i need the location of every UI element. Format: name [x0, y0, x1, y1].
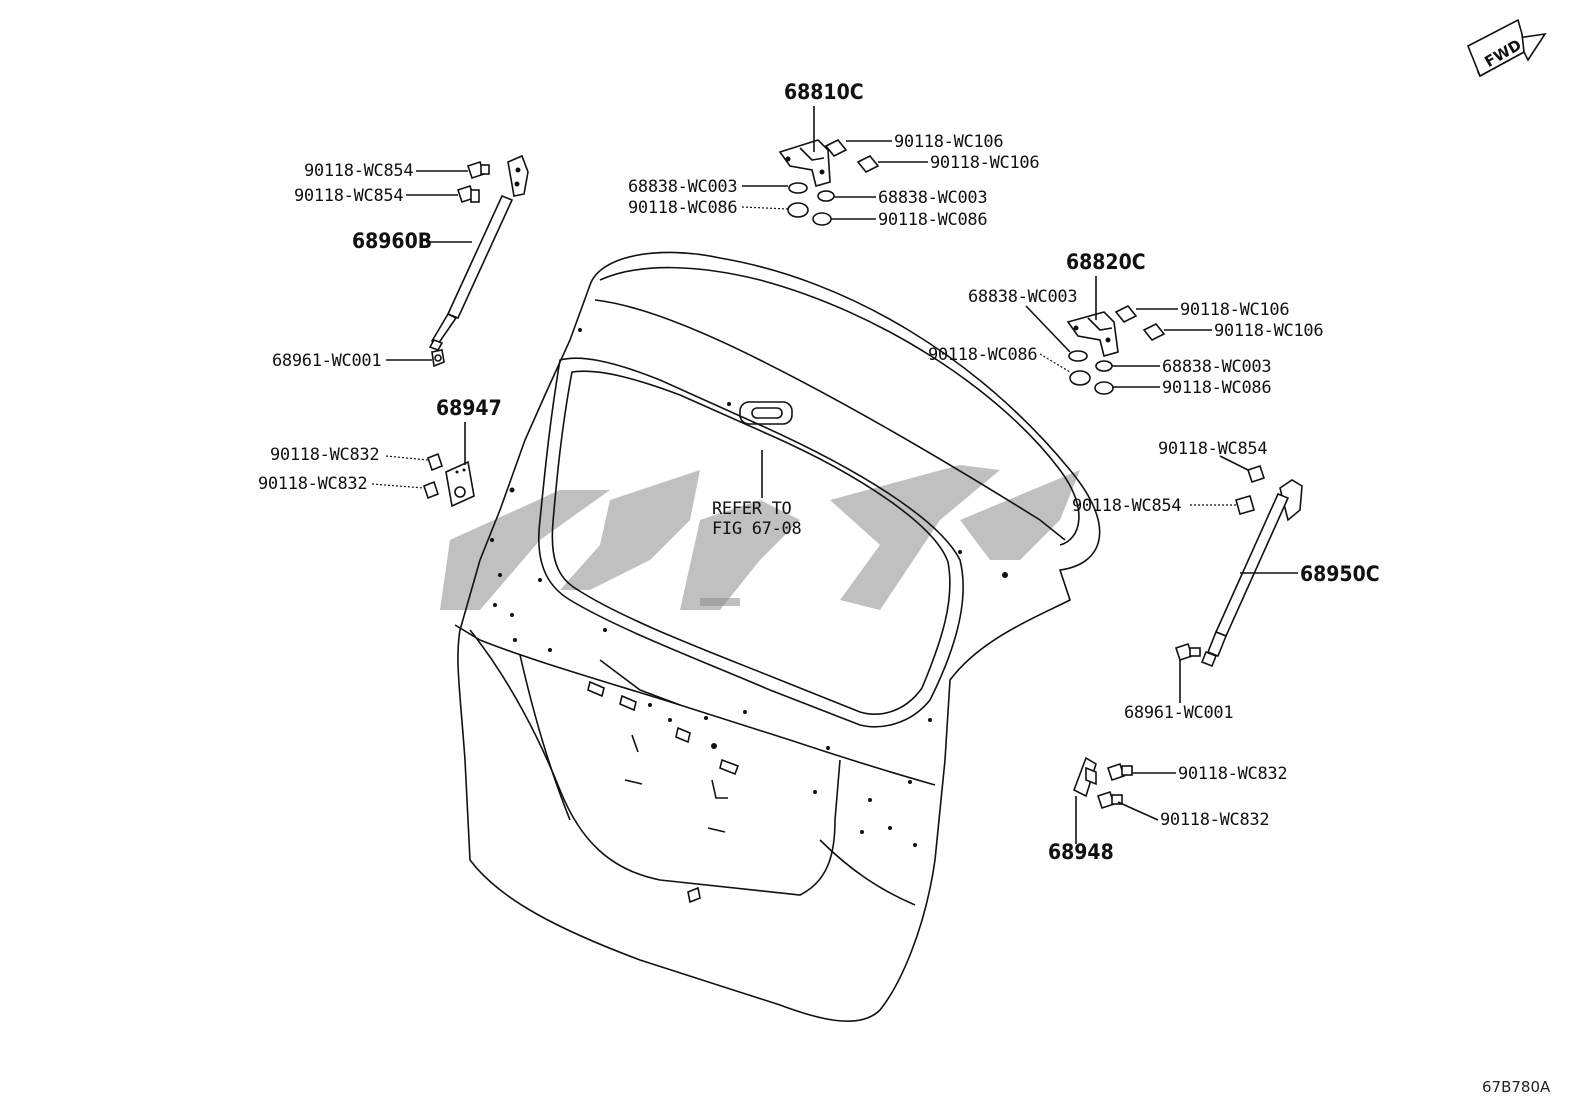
left-gas-strut: [428, 154, 529, 351]
label-r-bolt-1: 90118-WC854: [1158, 439, 1267, 459]
label-h1-bolt-2: 90118-WC106: [930, 153, 1039, 173]
label-strut-68960b: 68960B: [352, 229, 432, 253]
left-bolt-2: [456, 184, 480, 204]
label-r-screw-1: 90118-WC832: [1178, 764, 1287, 784]
label-h2-washer-left: 68838-WC003: [968, 287, 1077, 307]
label-bracket-68947: 68947: [436, 396, 502, 420]
label-h2-bolt-1: 90118-WC106: [1180, 300, 1289, 320]
left-bolt-1: [466, 160, 490, 180]
label-l-screw-1: 90118-WC832: [270, 445, 379, 465]
right-gas-strut: [1200, 479, 1303, 668]
label-h1-nut-right: 90118-WC086: [878, 210, 987, 230]
label-h2-washer-right: 68838-WC003: [1162, 357, 1271, 377]
refer-note-line-2: FIG 67-08: [712, 519, 801, 539]
fwd-arrow-icon: FWD: [1466, 18, 1547, 78]
upper-hinge: [778, 138, 880, 226]
label-h1-washer-left: 68838-WC003: [628, 177, 737, 197]
label-strut-68950c: 68950C: [1300, 562, 1380, 586]
figure-id: 67B780A: [1482, 1078, 1551, 1096]
leader-lines: [371, 106, 1298, 844]
refer-note-line-1: REFER TO: [712, 499, 792, 519]
back-door-panel: [454, 251, 1101, 1022]
right-screw-1: [1106, 762, 1133, 782]
right-bracket: [1072, 756, 1097, 798]
right-bolt-1: [1246, 464, 1266, 484]
label-hinge-68810c: 68810C: [784, 80, 864, 104]
label-r-screw-2: 90118-WC832: [1160, 810, 1269, 830]
left-stud: [431, 349, 445, 368]
callout-labels: 68810C 68820C 68960B 68950C 68947 68948 …: [258, 80, 1380, 864]
label-r-stud: 68961-WC001: [1124, 703, 1233, 723]
label-l-screw-2: 90118-WC832: [258, 474, 367, 494]
left-bracket: [445, 460, 475, 508]
label-h1-nut-left: 90118-WC086: [628, 198, 737, 218]
label-bracket-68948: 68948: [1048, 840, 1114, 864]
label-h2-nut-right: 90118-WC086: [1162, 378, 1271, 398]
lower-hinge: [1066, 304, 1166, 395]
right-stud: [1174, 642, 1201, 662]
label-h1-bolt-1: 90118-WC106: [894, 132, 1003, 152]
right-bolt-2: [1235, 495, 1255, 515]
label-l-bolt-2: 90118-WC854: [294, 186, 403, 206]
left-screw-1: [427, 452, 443, 472]
left-screw-2: [423, 480, 439, 500]
label-h2-nut-left: 90118-WC086: [928, 345, 1037, 365]
watermark-logo: [440, 465, 1080, 610]
label-h1-washer-right: 68838-WC003: [878, 188, 987, 208]
label-l-stud: 68961-WC001: [272, 351, 381, 371]
label-l-bolt-1: 90118-WC854: [304, 161, 413, 181]
right-screw-2: [1096, 790, 1123, 810]
label-h2-bolt-2: 90118-WC106: [1214, 321, 1323, 341]
label-hinge-68820c: 68820C: [1066, 250, 1146, 274]
label-r-bolt-2: 90118-WC854: [1072, 496, 1181, 516]
